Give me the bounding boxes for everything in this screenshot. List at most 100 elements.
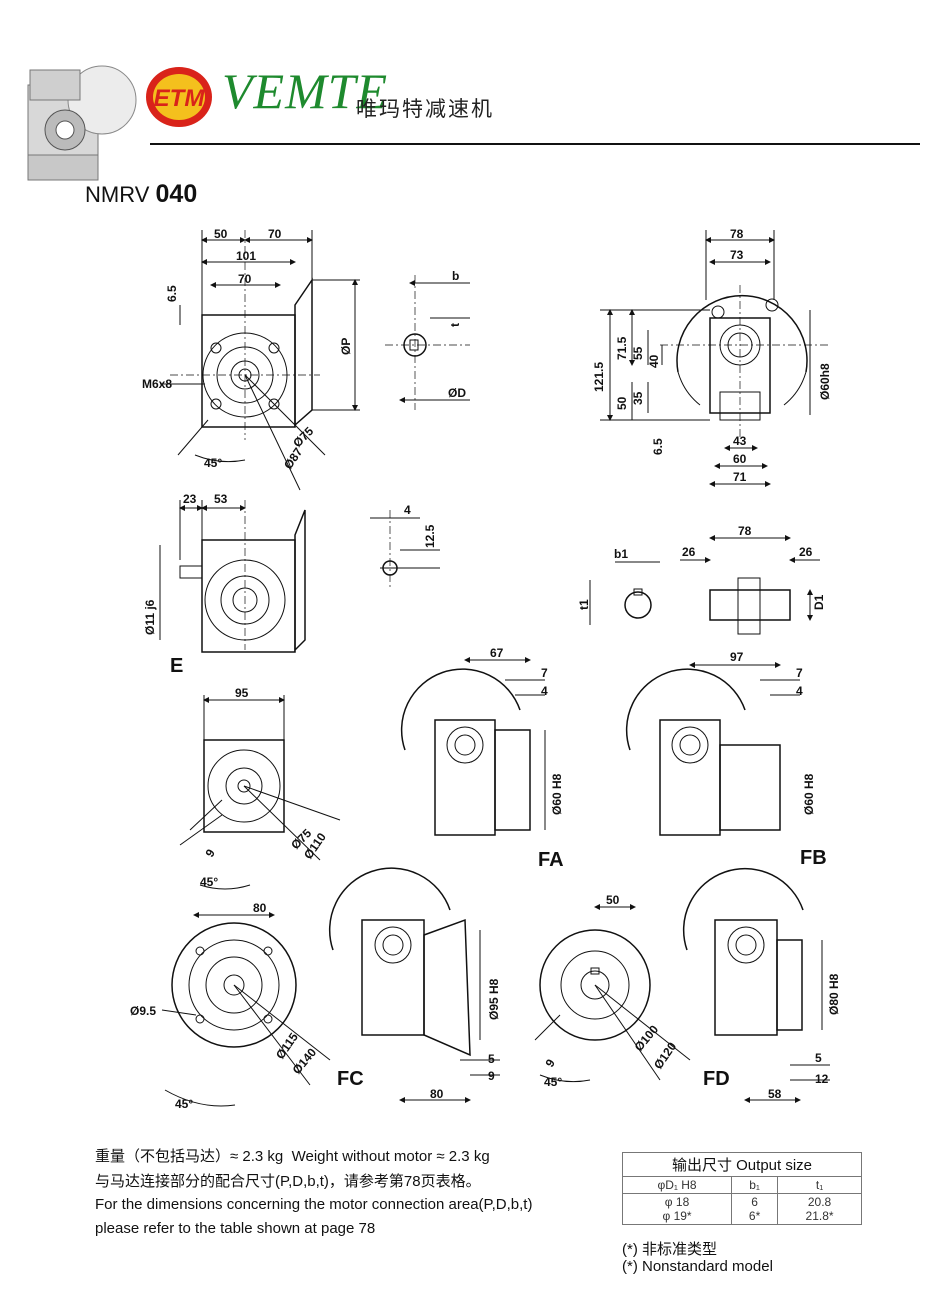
etm-logo-icon: ETM <box>146 67 212 127</box>
svg-text:Ø60 H8: Ø60 H8 <box>802 773 816 815</box>
svg-text:Ø95 H8: Ø95 H8 <box>487 978 501 1020</box>
reference-note-en-1: For the dimensions concerning the motor … <box>95 1196 533 1213</box>
svg-text:t1: t1 <box>577 599 591 610</box>
svg-text:7: 7 <box>796 666 803 680</box>
svg-text:71.5: 71.5 <box>615 336 629 360</box>
svg-text:12: 12 <box>815 1072 829 1086</box>
svg-text:Ø60h8: Ø60h8 <box>818 363 832 400</box>
svg-text:4: 4 <box>541 684 548 698</box>
svg-text:4: 4 <box>796 684 803 698</box>
flange-fd-side-view <box>682 867 830 1103</box>
svg-text:70: 70 <box>268 227 282 241</box>
svg-text:6.5: 6.5 <box>651 438 665 455</box>
svg-text:60: 60 <box>733 452 747 466</box>
svg-text:Ø87: Ø87 <box>281 445 306 472</box>
table-header: b₁ <box>731 1176 779 1194</box>
key-section-view <box>385 275 470 410</box>
svg-text:121.5: 121.5 <box>592 362 606 392</box>
svg-text:5: 5 <box>488 1052 495 1066</box>
svg-text:Ø120: Ø120 <box>651 1039 679 1071</box>
svg-text:D1: D1 <box>812 594 826 610</box>
svg-text:45°: 45° <box>175 1097 193 1111</box>
view-label-fc: FC <box>337 1068 364 1090</box>
footnote-en: (*) Nonstandard model <box>622 1258 773 1275</box>
input-shaft-view <box>159 500 306 653</box>
weight-note: 重量（不包括马达）≈ 2.3 kg Weight without motor ≈… <box>95 1148 490 1165</box>
svg-text:23: 23 <box>183 492 197 506</box>
svg-text:35: 35 <box>631 391 645 405</box>
svg-text:ØP: ØP <box>339 338 353 355</box>
table-header: φD₁ H8 <box>621 1176 733 1194</box>
svg-text:73: 73 <box>730 248 744 262</box>
svg-text:80: 80 <box>430 1087 444 1101</box>
svg-text:M6x8: M6x8 <box>142 377 172 391</box>
svg-text:Ø11 j6: Ø11 j6 <box>143 599 157 635</box>
svg-text:6.5: 6.5 <box>165 285 179 302</box>
svg-text:Ø80 H8: Ø80 H8 <box>827 973 841 1015</box>
view-label-fb: FB <box>800 847 827 869</box>
svg-text:40: 40 <box>647 354 661 368</box>
hollow-shaft-view <box>589 535 820 635</box>
svg-text:58: 58 <box>768 1087 782 1101</box>
svg-text:9: 9 <box>202 846 218 859</box>
flange-fd-round-view <box>534 904 691 1083</box>
flange-fc-side-view <box>328 867 500 1103</box>
view-label-e: E <box>170 655 183 677</box>
reference-note-cn: 与马达连接部分的配合尺寸(P,D,b,t)，请参考第78页表格。 <box>95 1173 481 1190</box>
svg-text:101: 101 <box>236 249 256 263</box>
flange-fa-view <box>400 657 546 836</box>
svg-text:43: 43 <box>733 434 747 448</box>
footnote-cn: (*) 非标准类型 <box>622 1241 717 1258</box>
svg-text:67: 67 <box>490 646 504 660</box>
svg-text:50: 50 <box>615 396 629 410</box>
flange-fc-round-view <box>161 912 331 1107</box>
square-flange-view <box>179 695 341 890</box>
svg-text:Ø9.5: Ø9.5 <box>130 1004 156 1018</box>
main-front-view <box>160 230 360 491</box>
side-view <box>600 230 830 487</box>
svg-text:55: 55 <box>631 346 645 360</box>
svg-text:ØD: ØD <box>448 386 466 400</box>
svg-text:95: 95 <box>235 686 249 700</box>
svg-text:9: 9 <box>542 1056 558 1069</box>
svg-text:53: 53 <box>214 492 228 506</box>
view-label-fa: FA <box>538 849 564 871</box>
flange-fb-view <box>625 662 800 836</box>
table-header: t₁ <box>777 1176 862 1194</box>
header-rule <box>150 143 920 145</box>
svg-text:71: 71 <box>733 470 747 484</box>
svg-text:Ø60 H8: Ø60 H8 <box>550 773 564 815</box>
key-e-view <box>370 510 440 590</box>
svg-text:97: 97 <box>730 650 744 664</box>
reference-note-en-2: please refer to the table shown at page … <box>95 1220 376 1237</box>
brand-chinese: 唯玛特减速机 <box>356 97 494 121</box>
svg-text:78: 78 <box>730 227 744 241</box>
svg-text:26: 26 <box>799 545 813 559</box>
brand-name: VEMTE <box>222 63 389 119</box>
gearbox-photo <box>27 65 137 181</box>
svg-text:ETM: ETM <box>154 85 206 112</box>
view-label-fd: FD <box>703 1068 730 1090</box>
svg-text:b: b <box>452 269 459 283</box>
svg-text:50: 50 <box>606 893 620 907</box>
svg-text:12.5: 12.5 <box>423 524 437 548</box>
svg-text:80: 80 <box>253 901 267 915</box>
svg-text:78: 78 <box>738 524 752 538</box>
svg-text:45°: 45° <box>204 456 222 470</box>
svg-text:t: t <box>448 323 462 327</box>
svg-text:5: 5 <box>815 1051 822 1065</box>
svg-text:45°: 45° <box>200 875 218 889</box>
model-title: NMRV 040 <box>85 180 198 208</box>
svg-text:26: 26 <box>682 545 696 559</box>
svg-text:9: 9 <box>488 1069 495 1083</box>
svg-text:b1: b1 <box>614 547 628 561</box>
svg-text:70: 70 <box>238 272 252 286</box>
svg-text:50: 50 <box>214 227 228 241</box>
svg-text:Ø140: Ø140 <box>290 1045 320 1077</box>
svg-text:7: 7 <box>541 666 548 680</box>
svg-text:4: 4 <box>404 503 411 517</box>
